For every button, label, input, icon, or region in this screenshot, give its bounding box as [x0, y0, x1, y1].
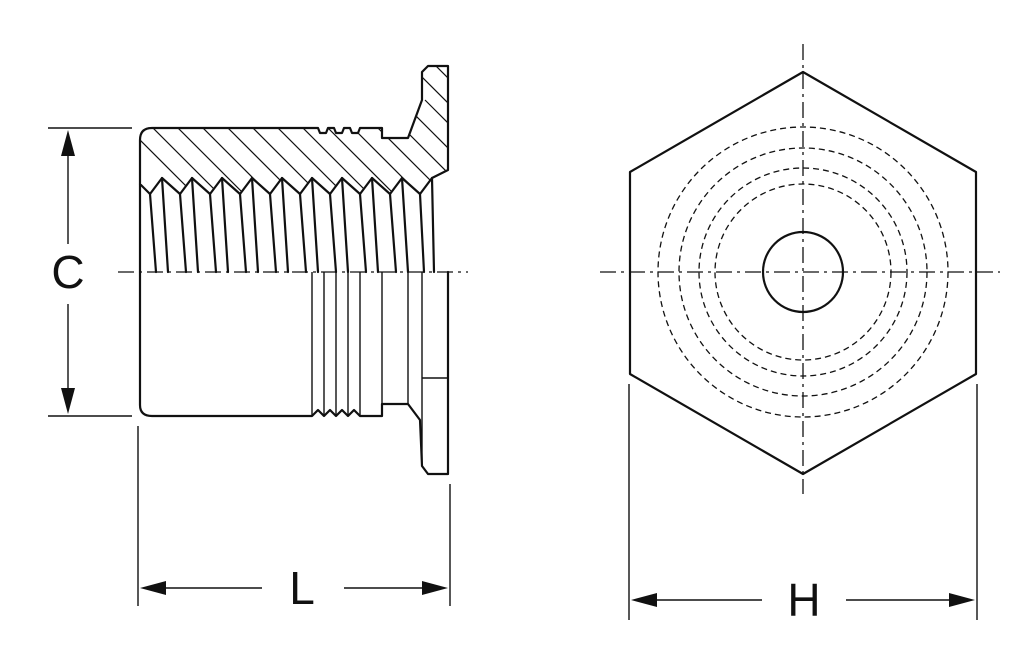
thread-flanks — [138, 176, 436, 274]
side-view — [118, 64, 468, 476]
section-hatching — [140, 66, 448, 194]
dimension-h: H — [628, 384, 978, 626]
front-view — [600, 44, 1000, 494]
dimension-c-label: C — [51, 246, 84, 298]
arrow-down-icon — [61, 388, 75, 414]
dimension-h-label: H — [787, 574, 820, 626]
arrow-right-icon — [422, 581, 448, 595]
arrow-up-icon — [61, 130, 75, 156]
arrow-left-icon — [631, 593, 657, 607]
dimension-l: L — [137, 426, 451, 614]
exterior-half — [138, 270, 450, 476]
dimension-l-label: L — [289, 562, 315, 614]
arrow-right-icon — [949, 593, 975, 607]
dimension-c: C — [48, 127, 132, 417]
section-outline — [138, 64, 450, 196]
arrow-left-icon — [140, 581, 166, 595]
